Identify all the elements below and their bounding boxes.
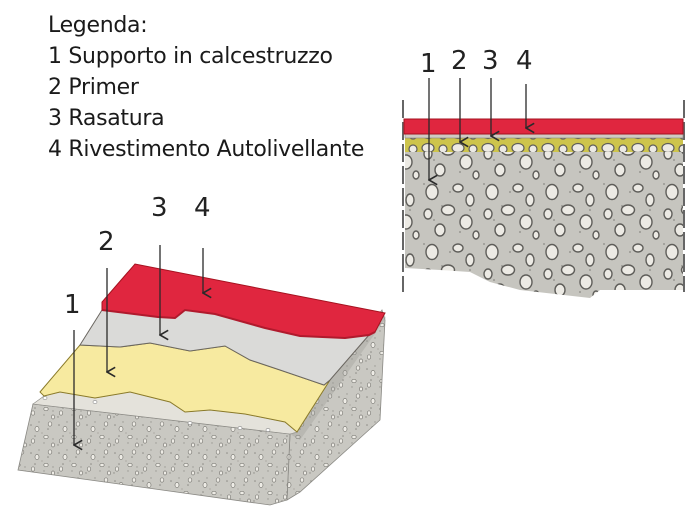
callout-4-3d: 4 [194, 193, 211, 223]
callout-3-3d: 3 [151, 193, 168, 223]
legend-item-coating: 4 Rivestimento Autolivellante [48, 137, 365, 162]
primer-layer-section [405, 138, 683, 152]
cross-section-diagram: 1 2 3 4 [402, 46, 685, 298]
legend-item-concrete: 1 Supporto in calcestruzzo [48, 44, 333, 69]
legend-title: Legenda: [48, 13, 148, 38]
legend: Legenda: 1 Supporto in calcestruzzo 2 Pr… [48, 10, 364, 165]
legend-item-skim: 3 Rasatura [48, 106, 165, 131]
coating-layer-section [403, 118, 684, 135]
callout-2-section: 2 [451, 46, 468, 76]
callout-3-section: 3 [482, 46, 499, 76]
block-3d-diagram: 1 2 3 4 [17, 193, 386, 506]
concrete-support-section [405, 150, 683, 298]
callout-4-section: 4 [516, 46, 533, 76]
callout-1-3d: 1 [64, 290, 81, 320]
callout-1-section: 1 [420, 49, 437, 79]
skim-layer-section [404, 133, 684, 139]
callout-2-3d: 2 [98, 227, 115, 257]
legend-item-primer: 2 Primer [48, 75, 139, 100]
